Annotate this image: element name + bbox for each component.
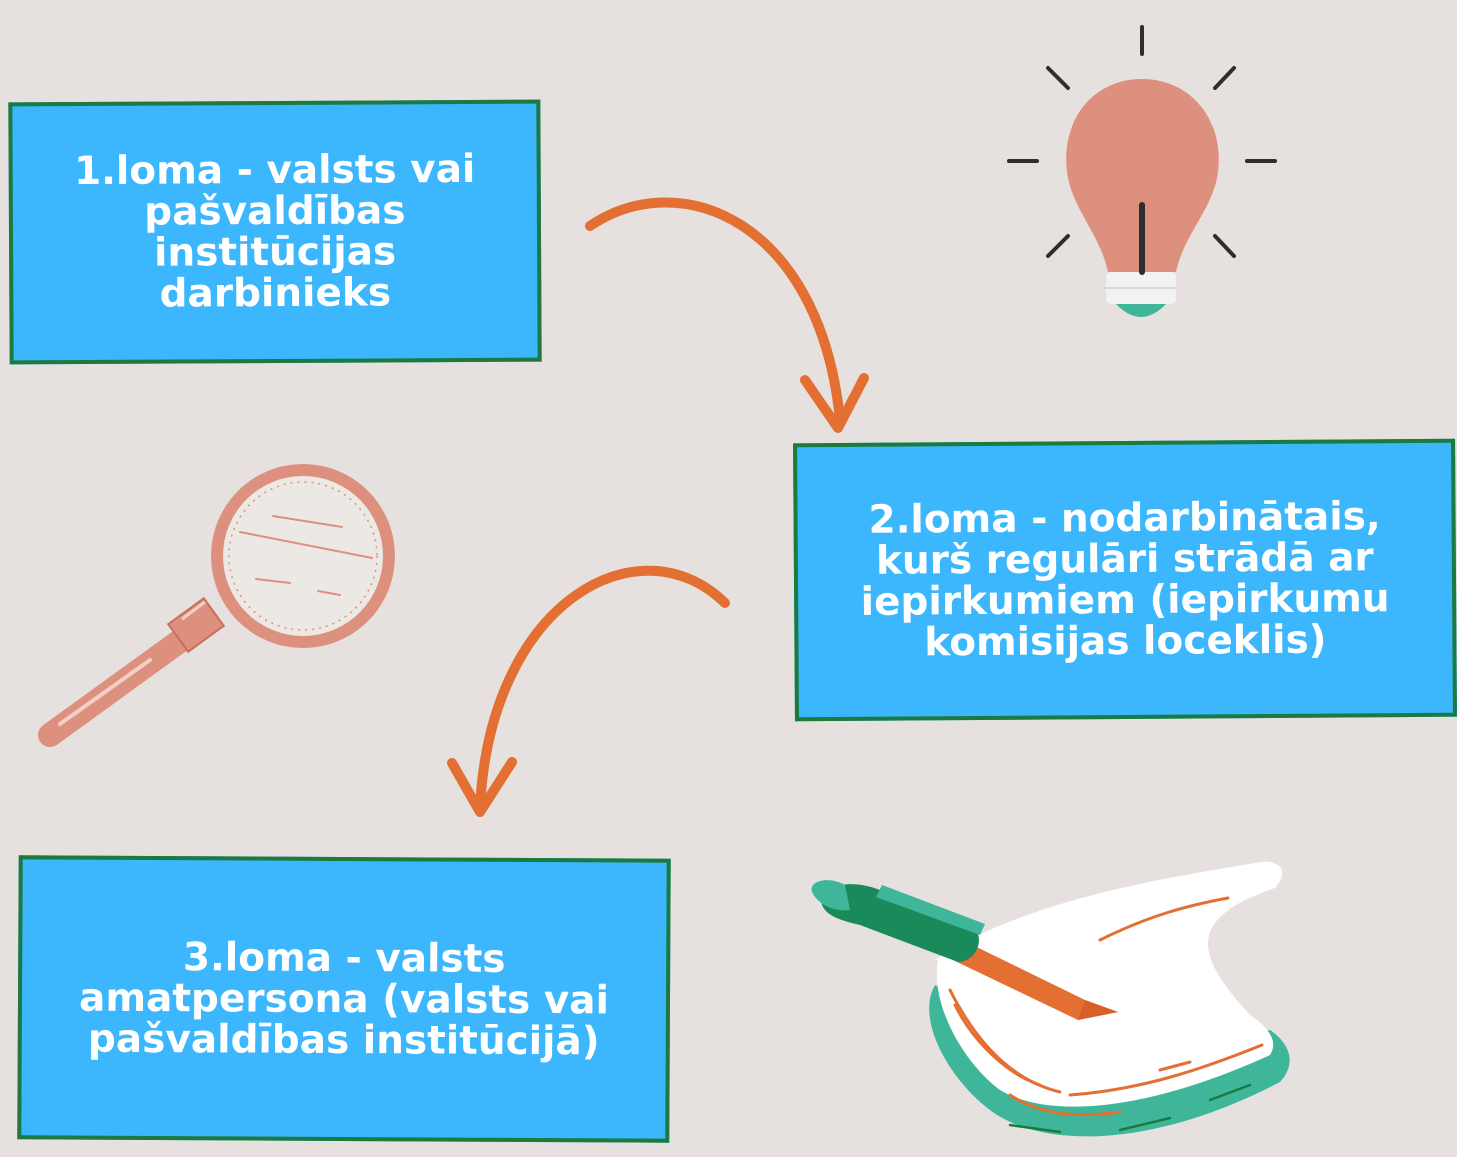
role-2-text: 2.loma - nodarbinātais, kurš regulāri st… — [860, 494, 1390, 666]
role-box-2: 2.loma - nodarbinātais, kurš regulāri st… — [793, 438, 1457, 722]
role-box-1: 1.loma - valsts vai pašvaldības institūc… — [8, 99, 542, 365]
lightbulb-icon — [1007, 25, 1277, 317]
magnifying-glass-icon — [38, 464, 395, 747]
role-3-text: 3.loma - valsts amatpersona (valsts vai … — [78, 934, 610, 1064]
curved-arrow-icon — [585, 197, 869, 433]
curved-arrow-icon — [447, 565, 730, 817]
role-1-text: 1.loma - valsts vai pašvaldības institūc… — [73, 146, 476, 317]
pen-and-notebook-icon — [811, 861, 1290, 1137]
role-box-3: 3.loma - valsts amatpersona (valsts vai … — [17, 855, 671, 1143]
